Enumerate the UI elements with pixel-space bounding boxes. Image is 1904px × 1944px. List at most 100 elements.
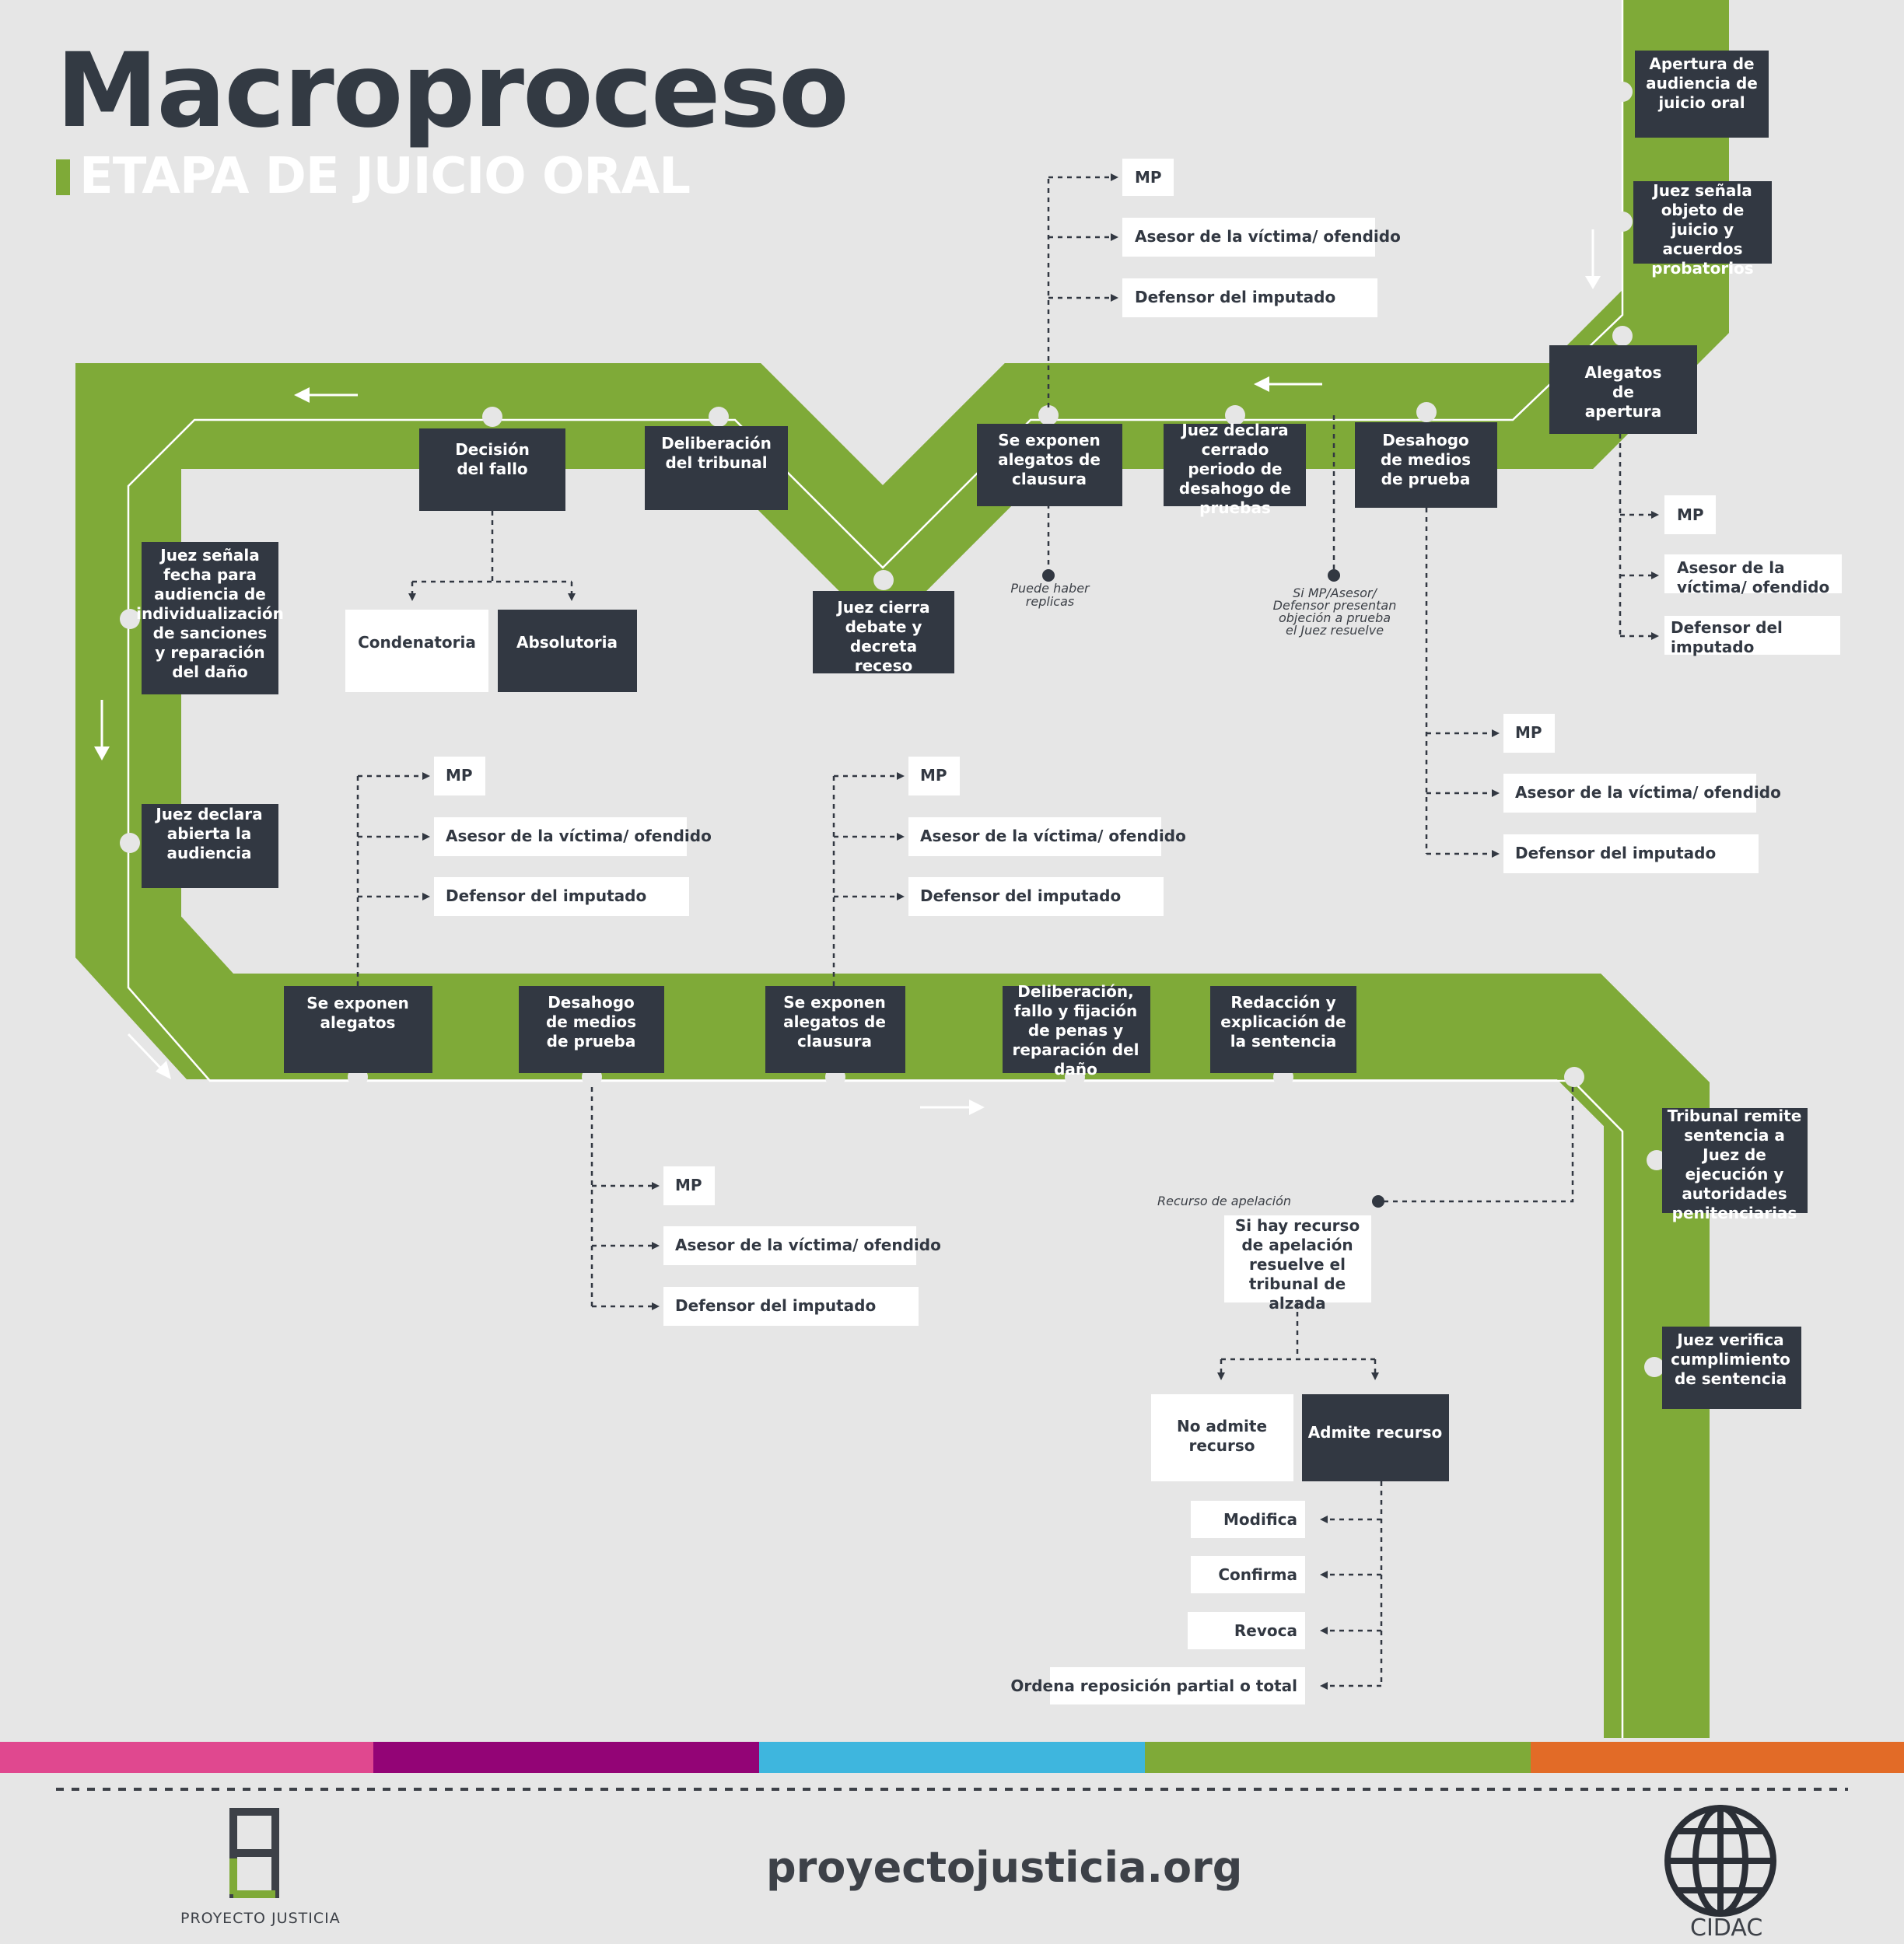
box-asesor [1664, 554, 1842, 593]
white-boxes [345, 159, 1842, 1704]
box-mp [908, 757, 960, 795]
station-dot [1564, 1067, 1584, 1087]
station-dot [482, 407, 502, 427]
mp-label: MP [1515, 723, 1542, 742]
asesor-label: Asesor de la víctima/ ofendido [446, 827, 712, 845]
step-juez-declara-cerrado [1164, 424, 1306, 506]
box-mp [663, 1166, 715, 1205]
outcome-revoca: Revoca [1234, 1621, 1297, 1640]
box-asesor [1122, 218, 1375, 257]
defensor-label: Defensor del imputado [1515, 844, 1716, 862]
step-juez-declara-abierta [142, 804, 278, 888]
step-deliberacion-fallo [1003, 986, 1150, 1073]
step-tribunal-remite [1662, 1108, 1808, 1213]
cidac-globe-icon [1664, 1805, 1776, 1917]
subtitle-accent-bar [56, 159, 70, 195]
box-modifica [1191, 1501, 1305, 1538]
direction-arrow-down-left-column [94, 700, 110, 760]
step-redaccion [1210, 986, 1356, 1073]
note-dot [1328, 569, 1340, 582]
station-dot [873, 570, 894, 590]
direction-arrow-down-right-column [1585, 229, 1601, 289]
note-dots [1042, 569, 1384, 1208]
box-asesor [1503, 774, 1756, 813]
station-dot [120, 609, 140, 629]
asesor-label: Asesor de la víctima/ ofendido [675, 1236, 941, 1254]
step-juez-senala-fecha [142, 542, 278, 694]
page-subtitle: ETAPA DE JUICIO ORAL [79, 148, 691, 205]
step-admite [1302, 1394, 1449, 1481]
box-mp [1122, 159, 1174, 196]
outcome-modifica: Modifica [1223, 1510, 1297, 1529]
color-stripe [0, 1742, 1904, 1773]
direction-arrow-left-upper-left [294, 387, 358, 403]
direction-arrow-left-upper-right [1254, 376, 1322, 392]
step-absolutoria [498, 610, 637, 692]
box-no-admite [1151, 1394, 1293, 1481]
mp-label: MP [1677, 505, 1704, 524]
cidac-label: CIDAC [1690, 1914, 1763, 1942]
step-decision [419, 428, 565, 511]
station-dot [1644, 1357, 1664, 1377]
direction-arrow-diagonal-down [127, 1033, 171, 1079]
station-dot [1225, 405, 1245, 425]
step-alegatos-apertura [1549, 345, 1697, 434]
direction-arrow-right-bottom [920, 1100, 985, 1115]
defensor-label: Defensor del imputado [920, 886, 1121, 905]
box-ordena [1050, 1667, 1305, 1704]
step-alegatos-2 [284, 986, 432, 1073]
station-dot [1416, 402, 1437, 422]
footer-url-link[interactable]: proyectojusticia.org [766, 1843, 1243, 1892]
box-defensor [908, 877, 1164, 916]
station-dot [1612, 82, 1633, 102]
defensor-label: Defensor del imputado [1135, 288, 1335, 306]
defensor-label: Defensor del imputado [675, 1296, 876, 1315]
station-dot [1612, 212, 1633, 232]
defensor-label: Defensor del imputado [446, 886, 646, 905]
station-dot [120, 833, 140, 853]
station-dot [709, 407, 729, 427]
page-title: Macroproceso [56, 31, 849, 151]
station-dot [1612, 326, 1633, 346]
box-defensor [1664, 616, 1840, 655]
box-mp [1503, 714, 1555, 753]
outcome-confirma: Confirma [1218, 1565, 1297, 1584]
box-defensor [663, 1287, 919, 1326]
note-dot [1042, 569, 1055, 582]
box-asesor [434, 817, 687, 856]
step-boxes [142, 51, 1808, 1481]
step-label: Admite recurso [1308, 1423, 1443, 1442]
box-appeal-question [1224, 1215, 1371, 1302]
step-alegatos-clausura-1 [977, 424, 1122, 506]
note-dot [1372, 1195, 1384, 1208]
mp-label: MP [1135, 168, 1162, 187]
step-apertura [1635, 51, 1769, 138]
step-desahogo-1 [1355, 422, 1497, 508]
mp-label: MP [675, 1176, 702, 1194]
asesor-label: Asesor de la víctima/ ofendido [1515, 783, 1781, 802]
box-revoca [1188, 1612, 1305, 1649]
station-dots [120, 82, 1667, 1377]
box-defensor [1122, 278, 1377, 317]
box-defensor [434, 877, 689, 916]
proyecto-justicia-label: PROYECTO JUSTICIA [180, 1910, 341, 1927]
box-asesor [908, 817, 1161, 856]
step-label: Absolutoria [516, 633, 618, 652]
